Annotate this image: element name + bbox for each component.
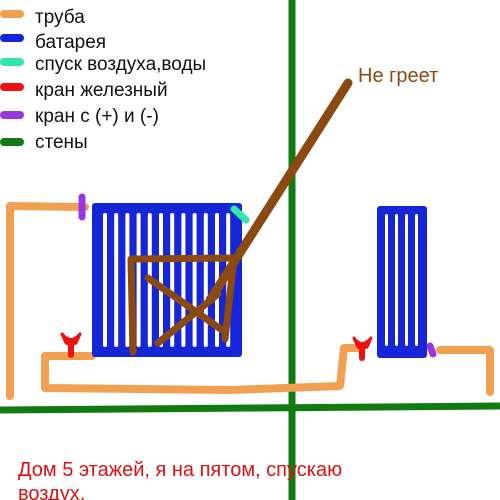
legend-item-air-valve: спуск воздуха,воды	[0, 54, 206, 75]
legend-label-air-valve: спуск воздуха,воды	[35, 54, 206, 75]
radiator-gap	[136, 213, 141, 347]
not-heating-mark	[127, 78, 353, 356]
radiator-gap	[125, 213, 130, 347]
legend: труба батарея спуск воздуха,воды кран же…	[0, 7, 206, 153]
radiator-gap	[159, 213, 163, 347]
legend-item-plus-minus-tap: кран с (+) и (-)	[0, 106, 159, 127]
radiator-gap	[103, 213, 107, 347]
radiator-gap	[170, 213, 175, 347]
radiator-gap	[215, 213, 219, 347]
radiator-gap	[415, 214, 418, 346]
not-heating-cross-a	[144, 274, 226, 334]
floor-wall	[0, 402, 500, 414]
left-riser-pipe	[6, 202, 89, 400]
radiator-gap	[405, 214, 408, 346]
right-plus-minus-tap-icon	[426, 342, 437, 358]
radiator-gap	[203, 213, 208, 347]
right-radiator-sections	[385, 214, 418, 346]
legend-label-wall: стены	[35, 132, 88, 153]
left-radiator	[60, 193, 250, 358]
right-radiator-body	[377, 206, 427, 358]
legend-item-iron-tap: кран железный	[0, 80, 168, 101]
left-iron-tap-icon	[60, 332, 82, 358]
legend-label-iron-tap: кран железный	[35, 80, 168, 101]
left-return-pipe	[41, 344, 364, 394]
right-return-pipe	[436, 346, 494, 396]
right-iron-tap-icon	[352, 336, 373, 361]
legend-item-wall: стены	[0, 132, 88, 153]
caption-line-1: Дом 5 этажей, я на пятом, спускаю	[18, 459, 342, 481]
legend-label-pipe: труба	[35, 7, 85, 28]
radiator-gap	[395, 214, 398, 346]
left-air-valve-icon	[230, 205, 250, 224]
not-heating-box-stroke	[127, 254, 238, 356]
radiator-gap	[114, 213, 119, 347]
not-heating-label: Не греет	[358, 65, 438, 87]
radiator-gap	[192, 213, 197, 347]
legend-item-radiator: батарея	[0, 32, 106, 53]
caption-line-2: воздух.	[18, 483, 85, 500]
legend-label-radiator: батарея	[35, 32, 106, 53]
radiator-gap	[181, 213, 186, 347]
pipes	[6, 202, 494, 400]
not-heating-pointer	[205, 78, 353, 305]
legend-label-plus-minus-tap: кран с (+) и (-)	[35, 106, 159, 127]
radiator-gap	[385, 214, 388, 346]
right-radiator	[352, 206, 437, 361]
left-radiator-sections	[103, 213, 231, 347]
legend-item-pipe: труба	[0, 7, 85, 28]
